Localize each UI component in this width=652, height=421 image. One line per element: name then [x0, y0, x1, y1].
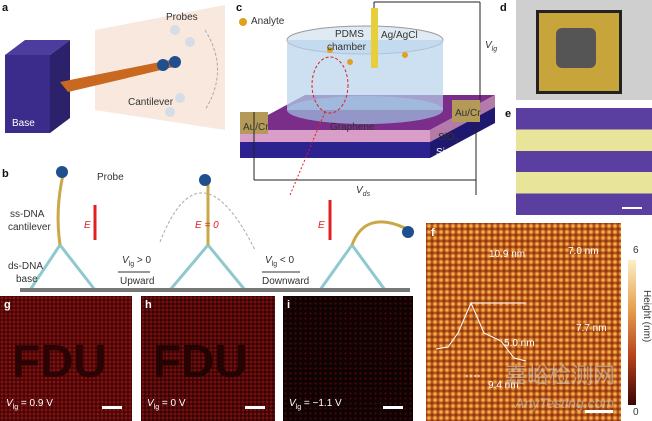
label-e-up: E [318, 220, 325, 231]
label-ds-dna: ds-DNA [8, 261, 44, 272]
label-vds: Vds [356, 185, 371, 198]
ag-agcl-electrode [371, 8, 378, 68]
panel-label-a: a [2, 2, 9, 14]
label-vlg-pos: Vlg > 0 [122, 255, 152, 268]
probe-icon [157, 59, 169, 71]
label-downward: Downward [262, 276, 310, 287]
fdu-pattern-h: FDU [153, 335, 248, 387]
label-sio2: SiO2 [438, 132, 459, 145]
label-pdms: PDMS [335, 29, 364, 40]
si-layer [240, 142, 430, 158]
label-probe: Probe [97, 172, 124, 183]
fluorescence-image-g: g FDU Vlg = 0.9 V [0, 296, 132, 421]
cantilever-bar [60, 60, 178, 92]
measure-7-7: 7.7 nm [576, 323, 607, 334]
watermark-cn: 嘉峪检测网 [505, 363, 616, 388]
panel-label-e: e [505, 108, 512, 120]
label-vlg: Vlg [485, 40, 498, 53]
label-aucr-right: Au/Cr [455, 108, 481, 119]
label-e-down: E [84, 220, 91, 231]
base-block [5, 55, 50, 133]
label-chamber: chamber [327, 42, 366, 53]
analyte-icon [239, 18, 247, 26]
label-cantilever: Cantilever [128, 97, 174, 108]
label-base-b: base [16, 274, 38, 285]
device-diagram [239, 1, 495, 196]
measure-7-0: 7.0 nm [568, 246, 599, 257]
fluorescence-image-h: h FDU Vlg = 0 V [141, 296, 275, 421]
label-ss-dna: ss-DNA [10, 209, 45, 220]
fluorescence-image-i: i Vlg = −1.1 V [283, 296, 413, 421]
watermark-en: AnyTesting.com [515, 395, 615, 411]
colorbar-label: Height (nm) [641, 290, 652, 343]
panel-label-b: b [2, 168, 9, 180]
label-graphene: Graphene [330, 122, 375, 133]
panel-label-c: c [236, 2, 243, 14]
panel-label-d: d [500, 2, 507, 14]
measure-5-0: 5.0 nm [504, 338, 535, 349]
label-si: Si n++ [436, 147, 465, 158]
state-e-up [317, 200, 414, 292]
label-ag-agcl: Ag/AgCl [381, 30, 418, 41]
electrode-right [452, 100, 480, 122]
zoom-arrow [289, 111, 326, 196]
label-analyte: Analyte [251, 16, 285, 27]
colorbar-max: 6 [633, 245, 639, 256]
height-colorbar [628, 260, 636, 405]
measure-10-9: 10.9 nm [489, 249, 526, 260]
label-aucr-left: Au/Cr [243, 122, 269, 133]
measure-9-4: 9.4 nm [488, 380, 519, 391]
state-e-zero [159, 174, 256, 292]
label-upward: Upward [120, 276, 155, 287]
dna-cantilever-states [20, 166, 414, 292]
fdu-pattern-g: FDU [12, 335, 107, 387]
label-cantilever-b: cantilever [8, 222, 51, 233]
label-probes: Probes [166, 12, 198, 23]
label-base: Base [12, 118, 35, 129]
label-e-zero: E = 0 [195, 220, 219, 231]
label-vlg-neg: Vlg < 0 [265, 255, 295, 268]
colorbar-min: 0 [633, 407, 639, 418]
afm-image: f 10.9 nm 7.0 nm 7.7 nm 5.0 nm 9.4 nm [426, 223, 621, 421]
cantilever-diagram [5, 5, 225, 133]
chip-photo [516, 0, 652, 100]
electrode-micrograph [516, 108, 652, 215]
